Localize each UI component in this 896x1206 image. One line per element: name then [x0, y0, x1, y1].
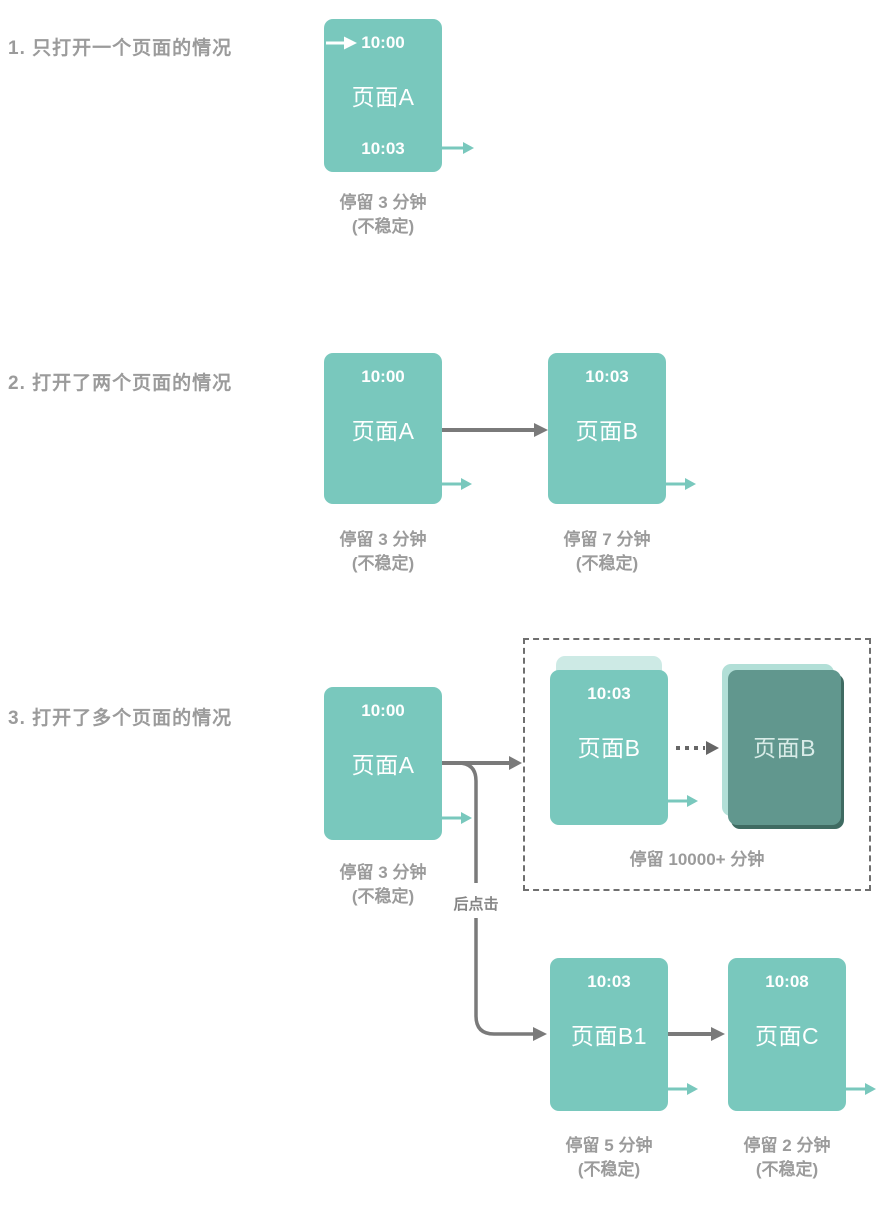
node-enter-time: 10:00: [361, 701, 405, 720]
section-2-heading: 2. 打开了两个页面的情况: [8, 373, 233, 394]
node-enter-time: 10:00: [361, 33, 405, 52]
page-node-a3: 10:00 页面A: [324, 687, 442, 840]
section-1-heading: 1. 只打开一个页面的情况: [8, 38, 233, 59]
flow-arrow-a-to-dashed-b: [442, 756, 522, 770]
caption-line: 停留 3 分钟: [339, 863, 427, 882]
branch-label: 后点击: [453, 896, 499, 913]
node-enter-time: 10:03: [587, 972, 631, 991]
caption-a2: 停留 3 分钟 (不稳定): [298, 528, 468, 576]
flow-arrow-a-to-b: [442, 423, 548, 437]
caption-line: (不稳定): [575, 554, 639, 573]
exit-arrow-icon: [666, 478, 696, 490]
caption-line: (不稳定): [351, 554, 415, 573]
exit-arrow-icon: [442, 478, 472, 490]
page-node-c: 10:08 页面C: [728, 958, 846, 1111]
flow-arrow-b1-to-c: [668, 1027, 725, 1041]
caption-b2: 停留 7 分钟 (不稳定): [522, 528, 692, 576]
section-3-heading: 3. 打开了多个页面的情况: [8, 708, 233, 729]
node-title: 页面B: [575, 418, 639, 444]
page-node-a1: 10:00 页面A 10:03: [324, 19, 442, 172]
caption-line: 停留 3 分钟: [339, 530, 427, 549]
caption-line: 停留 5 分钟: [565, 1136, 653, 1155]
caption-line: (不稳定): [755, 1160, 819, 1179]
caption-line: 停留 2 分钟: [743, 1136, 831, 1155]
node-enter-time: 10:08: [765, 972, 809, 991]
caption-line: 停留 7 分钟: [563, 530, 651, 549]
exit-arrow-icon: [668, 1083, 698, 1095]
caption-line: (不稳定): [351, 887, 415, 906]
node-enter-time: 10:03: [587, 684, 631, 703]
node-leave-time: 10:03: [361, 139, 405, 158]
node-title: 页面B: [577, 735, 641, 761]
exit-arrow-icon: [846, 1083, 876, 1095]
node-title: 页面C: [754, 1023, 820, 1049]
caption-c: 停留 2 分钟 (不稳定): [702, 1134, 872, 1182]
node-enter-time: 10:00: [361, 367, 405, 386]
exit-arrow-icon: [442, 142, 474, 154]
caption-a1: 停留 3 分钟 (不稳定): [298, 191, 468, 239]
dashed-group-caption: 停留 10000+ 分钟: [629, 850, 765, 869]
caption-line: (不稳定): [577, 1160, 641, 1179]
exit-arrow-icon: [442, 812, 472, 824]
node-enter-time: 10:03: [585, 367, 629, 386]
page-node-b1: 10:03 页面B1: [550, 958, 668, 1111]
page-node-b2: 10:03 页面B: [548, 353, 666, 504]
page-node-a2: 10:00 页面A: [324, 353, 442, 504]
caption-b1: 停留 5 分钟 (不稳定): [524, 1134, 694, 1182]
node-title: 页面B1: [570, 1023, 648, 1049]
caption-line: (不稳定): [351, 217, 415, 236]
page-node-b3: 10:03 页面B: [550, 670, 668, 825]
node-title: 页面A: [351, 418, 415, 444]
caption-a3: 停留 3 分钟 (不稳定): [298, 861, 468, 909]
node-title: 页面A: [351, 752, 415, 778]
node-title: 页面B: [753, 735, 816, 761]
caption-line: 停留 3 分钟: [339, 193, 427, 212]
node-title: 页面A: [351, 84, 415, 110]
page-node-b3-stale: 页面B: [728, 670, 841, 825]
